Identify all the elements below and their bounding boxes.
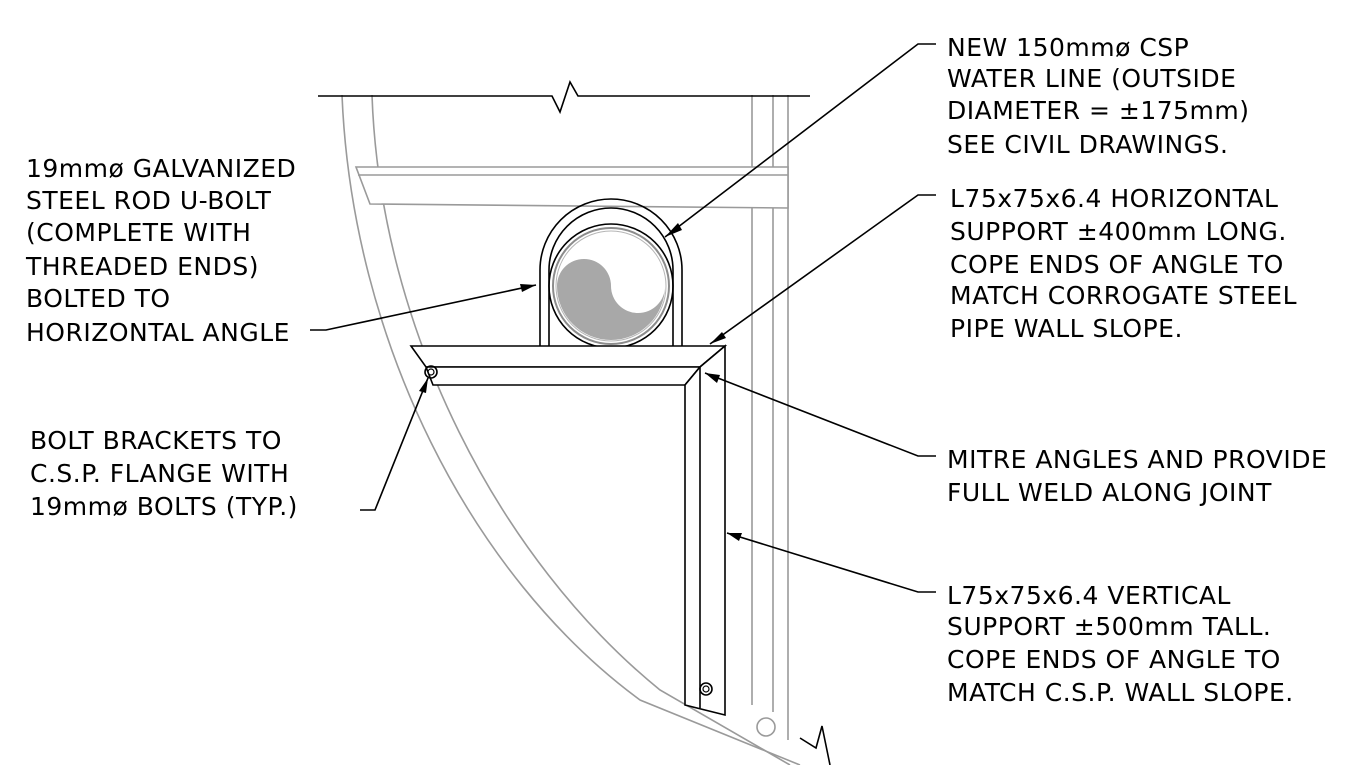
leader-lines — [310, 43, 936, 593]
bolt-brackets-line-1: BOLT BRACKETS TO — [30, 426, 282, 455]
horizontal-support-line-3: COPE ENDS OF ANGLE TO — [950, 250, 1284, 279]
note-bolt-brackets: BOLT BRACKETS TO C.S.P. FLANGE WITH 19mm… — [30, 426, 298, 521]
top-break-line — [318, 80, 810, 115]
horizontal-support-line-5: PIPE WALL SLOPE. — [950, 314, 1183, 343]
mitre-line-2: FULL WELD ALONG JOINT — [947, 478, 1272, 507]
u-bolt-line-5: BOLTED TO — [26, 284, 171, 313]
water-line-line-2: WATER LINE (OUTSIDE — [947, 64, 1236, 93]
water-line-line-4: SEE CIVIL DRAWINGS. — [947, 130, 1228, 159]
bracket-bolt-top — [424, 365, 438, 379]
water-line-line-3: DIAMETER = ±175mm) — [947, 96, 1250, 125]
note-u-bolt: 19mmø GALVANIZED STEEL ROD U-BOLT (COMPL… — [25, 154, 305, 347]
u-bolt-line-4: THREADED ENDS) — [25, 252, 259, 281]
bracket-bolt-bottom — [699, 682, 713, 696]
mitre-line-1: MITRE ANGLES AND PROVIDE — [947, 445, 1327, 474]
note-horizontal-support: L75x75x6.4 HORIZONTAL SUPPORT ±400mm LON… — [950, 184, 1305, 343]
csp-water-pipe — [548, 223, 674, 349]
water-line-line-1: NEW 150mmø CSP — [947, 33, 1189, 62]
u-bolt-line-6: HORIZONTAL ANGLE — [26, 318, 290, 347]
vertical-support-line-4: MATCH C.S.P. WALL SLOPE. — [947, 678, 1294, 707]
horizontal-beam — [354, 166, 789, 209]
note-vertical-support: L75x75x6.4 VERTICAL SUPPORT ±500mm TALL.… — [947, 581, 1294, 707]
horizontal-support-line-4: MATCH CORROGATE STEEL — [950, 281, 1297, 310]
horizontal-support-line-1: L75x75x6.4 HORIZONTAL — [950, 184, 1278, 213]
u-bolt-line-1: 19mmø GALVANIZED — [26, 154, 296, 183]
vertical-support-line-2: SUPPORT ±500mm TALL. — [947, 612, 1271, 641]
vertical-angle-support — [684, 344, 726, 717]
note-water-line: NEW 150mmø CSP WATER LINE (OUTSIDE DIAME… — [947, 33, 1258, 159]
u-bolt-line-3: (COMPLETE WITH — [26, 218, 251, 247]
horizontal-angle-support — [409, 345, 728, 386]
vertical-support-line-3: COPE ENDS OF ANGLE TO — [947, 645, 1281, 674]
vertical-support-line-1: L75x75x6.4 VERTICAL — [947, 581, 1231, 610]
u-bolt-line-2: STEEL ROD U-BOLT — [26, 186, 272, 215]
bolt-brackets-line-2: C.S.P. FLANGE WITH — [30, 459, 289, 488]
horizontal-support-line-2: SUPPORT ±400mm LONG. — [950, 217, 1287, 246]
bottom-break-line — [799, 725, 831, 765]
bolt-brackets-line-3: 19mmø BOLTS (TYP.) — [30, 492, 298, 521]
note-mitre: MITRE ANGLES AND PROVIDE FULL WELD ALONG… — [947, 445, 1336, 507]
